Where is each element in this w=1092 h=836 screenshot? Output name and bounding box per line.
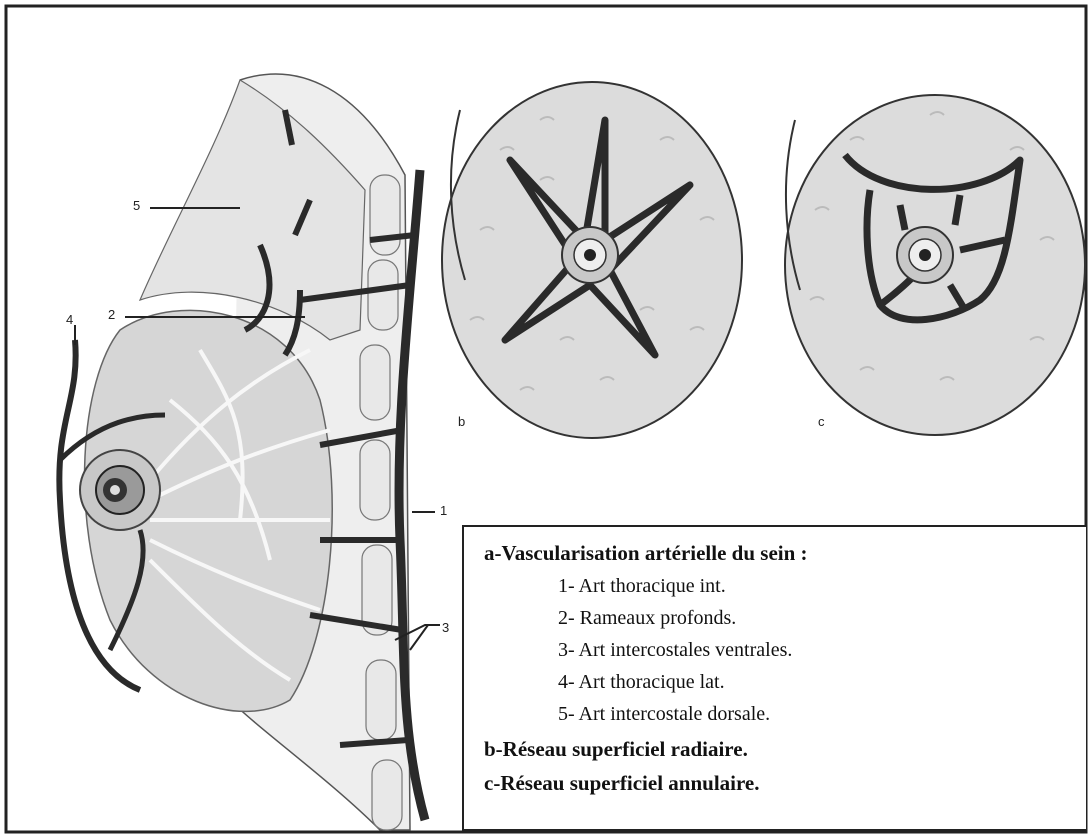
legend-title: a-Vascularisation artérielle du sein : [484, 541, 808, 566]
panel-c-label: c [818, 414, 825, 429]
legend-item-2: 2- Rameaux profonds. [558, 607, 736, 630]
callout-5: 5 [133, 198, 140, 213]
legend-b-label: b-Réseau superficiel radiaire. [484, 737, 748, 762]
legend-box: a-Vascularisation artérielle du sein : 1… [462, 525, 1086, 831]
callout-2: 2 [108, 307, 115, 322]
panel-b-radial-network [442, 82, 742, 438]
legend-item-3: 3- Art intercostales ventrales. [558, 639, 792, 662]
legend-item-4: 4- Art thoracique lat. [558, 671, 725, 694]
legend-item-5: 5- Art intercostale dorsale. [558, 703, 770, 726]
callout-4: 4 [66, 312, 73, 327]
legend-c-label: c-Réseau superficiel annulaire. [484, 771, 760, 796]
legend-item-1: 1- Art thoracique int. [558, 575, 726, 598]
panel-a-side-view [59, 74, 440, 830]
panel-b-label: b [458, 414, 465, 429]
callout-3: 3 [442, 620, 449, 635]
panel-c-annular-network [785, 95, 1085, 435]
callout-1: 1 [440, 503, 447, 518]
